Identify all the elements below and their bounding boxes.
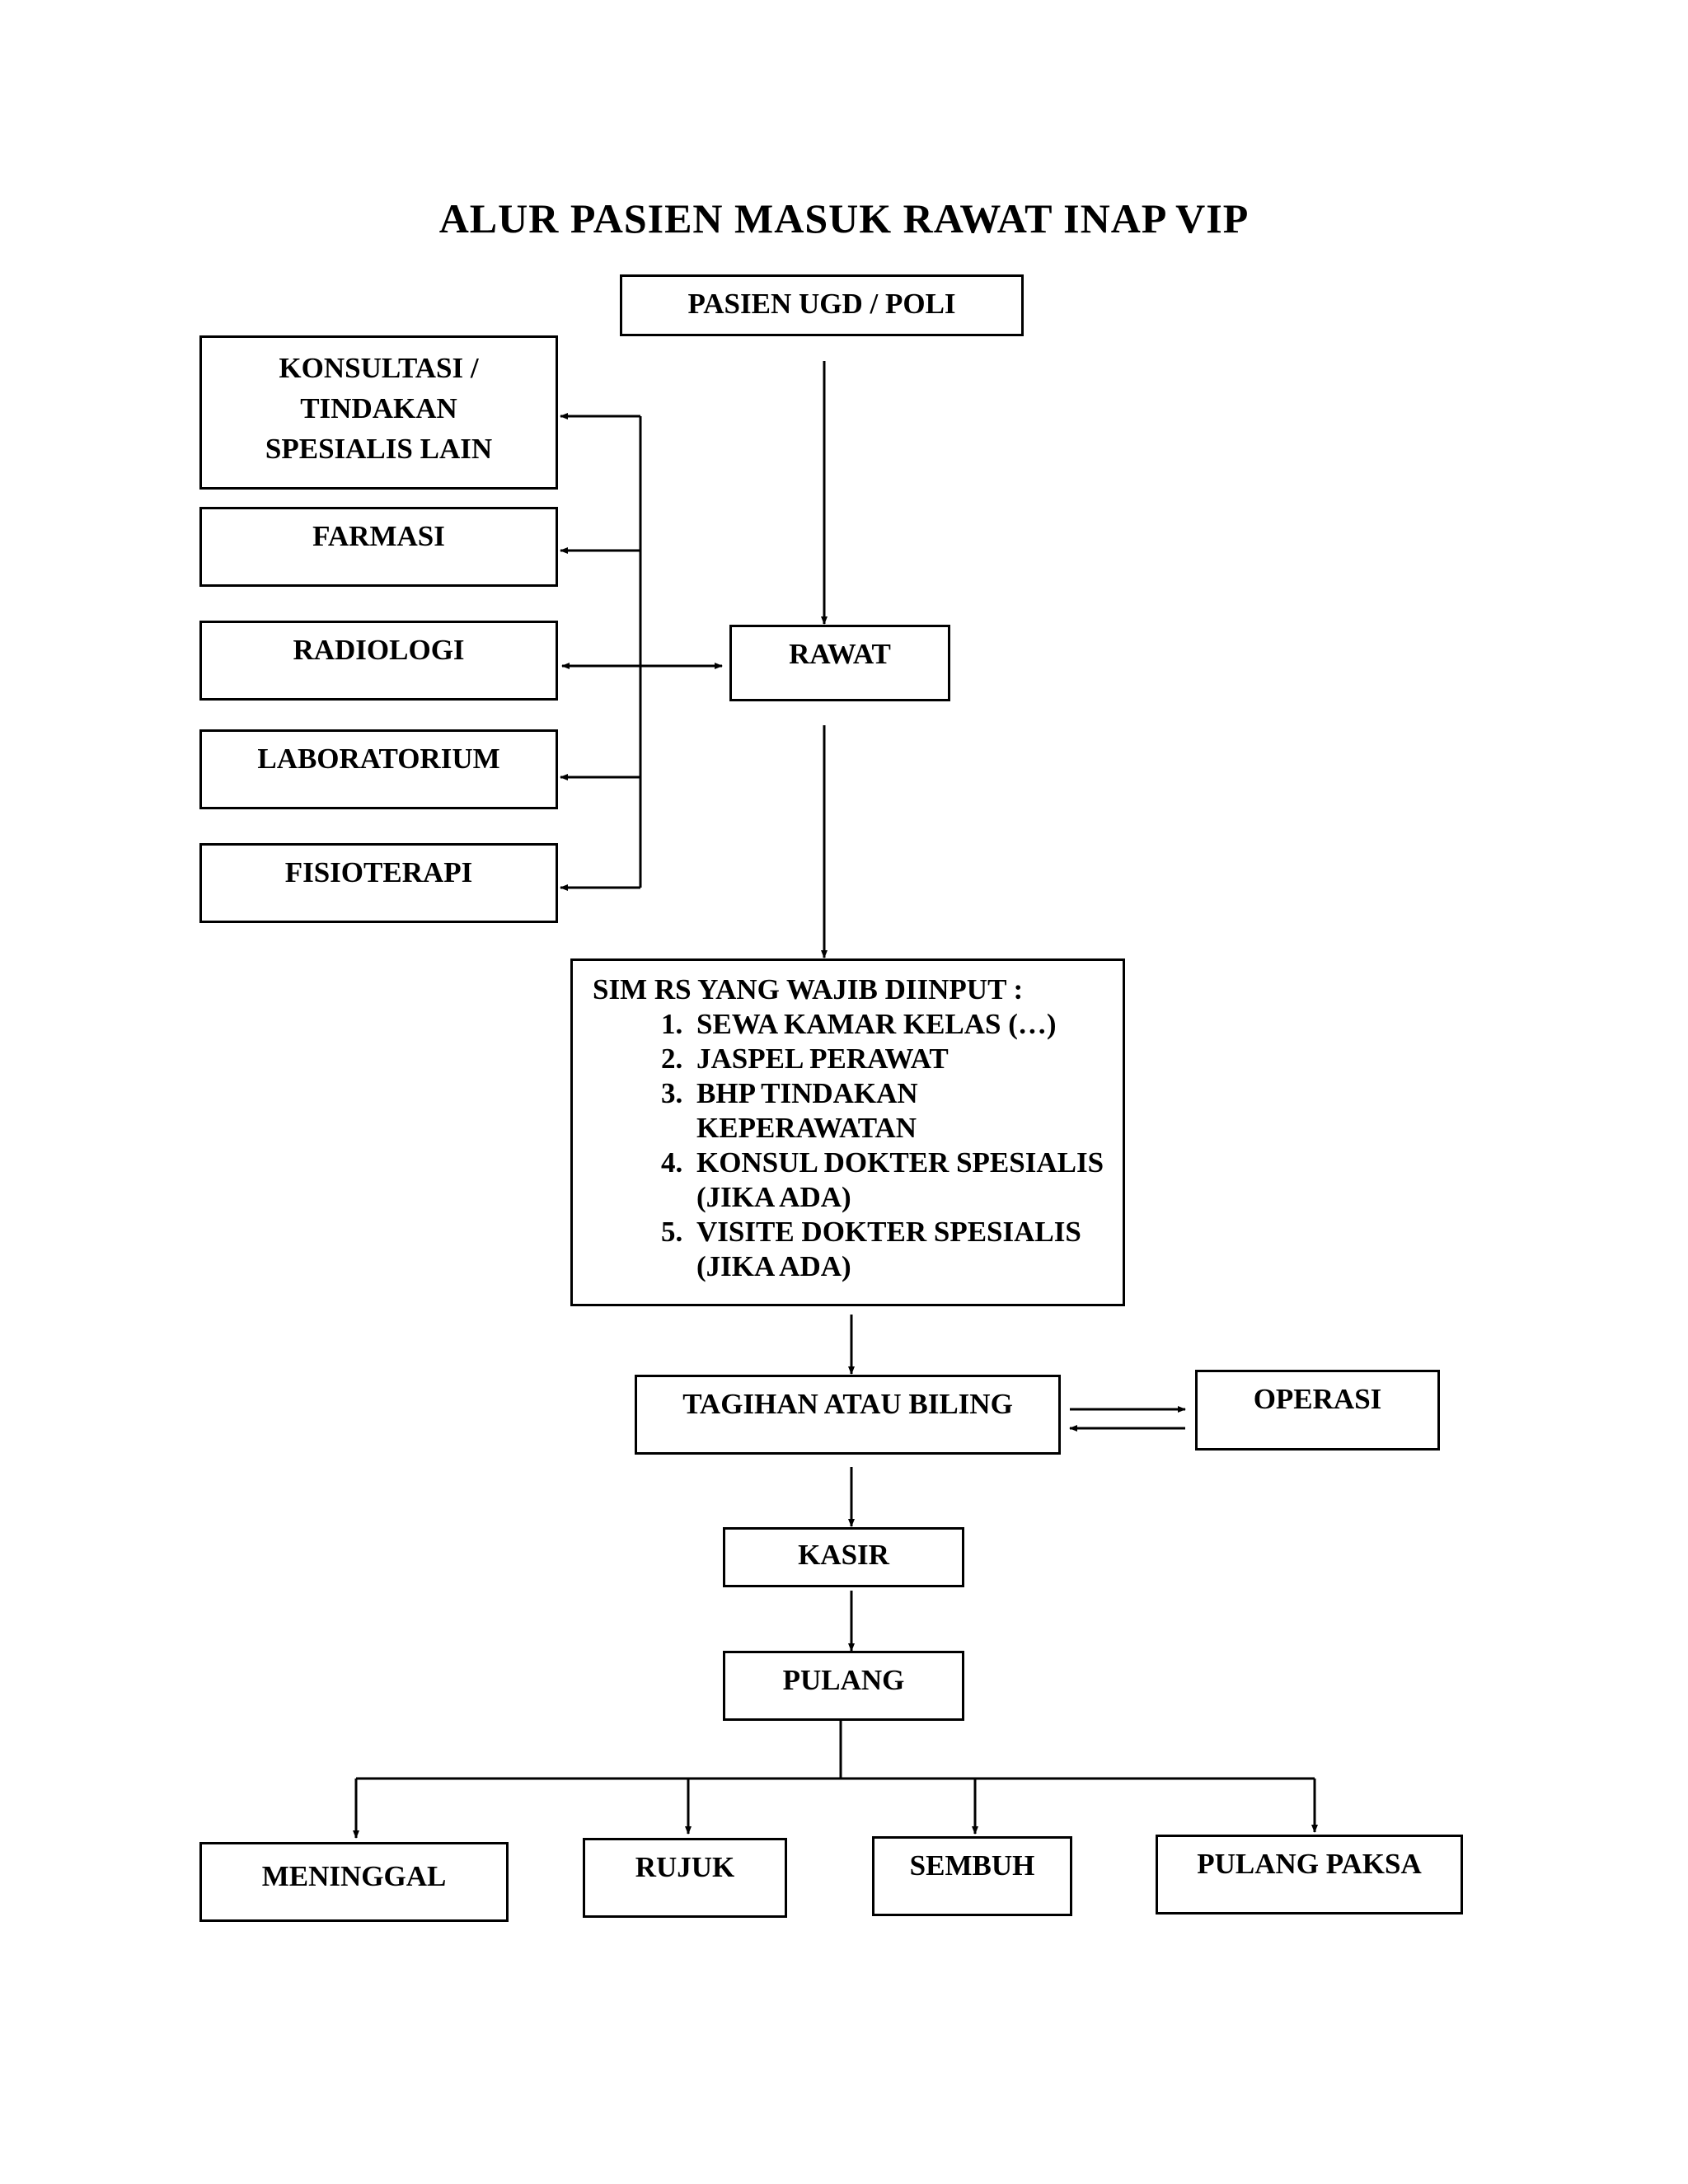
- sim-input-item: KONSUL DOKTER SPESIALIS (JIKA ADA): [690, 1146, 1123, 1215]
- node-fisioterapi: FISIOTERAPI: [199, 843, 558, 923]
- node-label: MENINGGAL: [261, 1860, 447, 1892]
- node-kasir: KASIR: [723, 1527, 964, 1587]
- node-operasi: OPERASI: [1195, 1370, 1440, 1451]
- node-label: FISIOTERAPI: [284, 856, 473, 888]
- node-label: KASIR: [798, 1539, 889, 1571]
- node-radiologi: RADIOLOGI: [199, 621, 558, 701]
- node-meninggal: MENINGGAL: [199, 1842, 509, 1922]
- node-label: RAWAT: [789, 638, 891, 670]
- node-label-line: SPESIALIS LAIN: [265, 433, 493, 465]
- node-label: LABORATORIUM: [257, 743, 500, 775]
- node-label: TAGIHAN ATAU BILING: [682, 1388, 1013, 1420]
- node-sembuh: SEMBUH: [872, 1836, 1072, 1916]
- node-sim-rs: SIM RS YANG WAJIB DIINPUT : SEWA KAMAR K…: [570, 958, 1125, 1306]
- node-label-line: TINDAKAN: [300, 392, 457, 424]
- sim-input-item: BHP TINDAKAN KEPERAWATAN: [690, 1076, 1123, 1146]
- node-label: PASIEN UGD / POLI: [687, 288, 956, 320]
- sim-input-list: SEWA KAMAR KELAS (…) JASPEL PERAWAT BHP …: [593, 1007, 1123, 1284]
- node-rawat: RAWAT: [729, 625, 950, 701]
- diagram-title: ALUR PASIEN MASUK RAWAT INAP VIP: [438, 195, 1250, 241]
- node-label: RADIOLOGI: [293, 634, 465, 666]
- sim-input-item: JASPEL PERAWAT: [690, 1042, 1123, 1076]
- node-konsultasi: KONSULTASI / TINDAKAN SPESIALIS LAIN: [199, 335, 558, 490]
- node-tagihan-biling: TAGIHAN ATAU BILING: [635, 1375, 1061, 1455]
- node-label: OPERASI: [1253, 1383, 1382, 1415]
- sim-heading: SIM RS YANG WAJIB DIINPUT :: [593, 973, 1024, 1005]
- node-label-line: KONSULTASI /: [279, 352, 479, 384]
- node-farmasi: FARMASI: [199, 507, 558, 587]
- sim-input-item: VISITE DOKTER SPESIALIS (JIKA ADA): [690, 1215, 1123, 1284]
- node-label: PULANG PAKSA: [1197, 1848, 1422, 1880]
- node-laboratorium: LABORATORIUM: [199, 729, 558, 809]
- node-label: PULANG: [782, 1664, 905, 1696]
- node-pulang-paksa: PULANG PAKSA: [1156, 1835, 1463, 1915]
- sim-input-item: SEWA KAMAR KELAS (…): [690, 1007, 1123, 1042]
- node-label: FARMASI: [312, 520, 445, 552]
- node-label: SEMBUH: [909, 1849, 1035, 1882]
- node-label: RUJUK: [635, 1851, 735, 1883]
- node-rujuk: RUJUK: [583, 1838, 787, 1918]
- node-pasien-ugd-poli: PASIEN UGD / POLI: [620, 274, 1024, 336]
- node-pulang: PULANG: [723, 1651, 964, 1721]
